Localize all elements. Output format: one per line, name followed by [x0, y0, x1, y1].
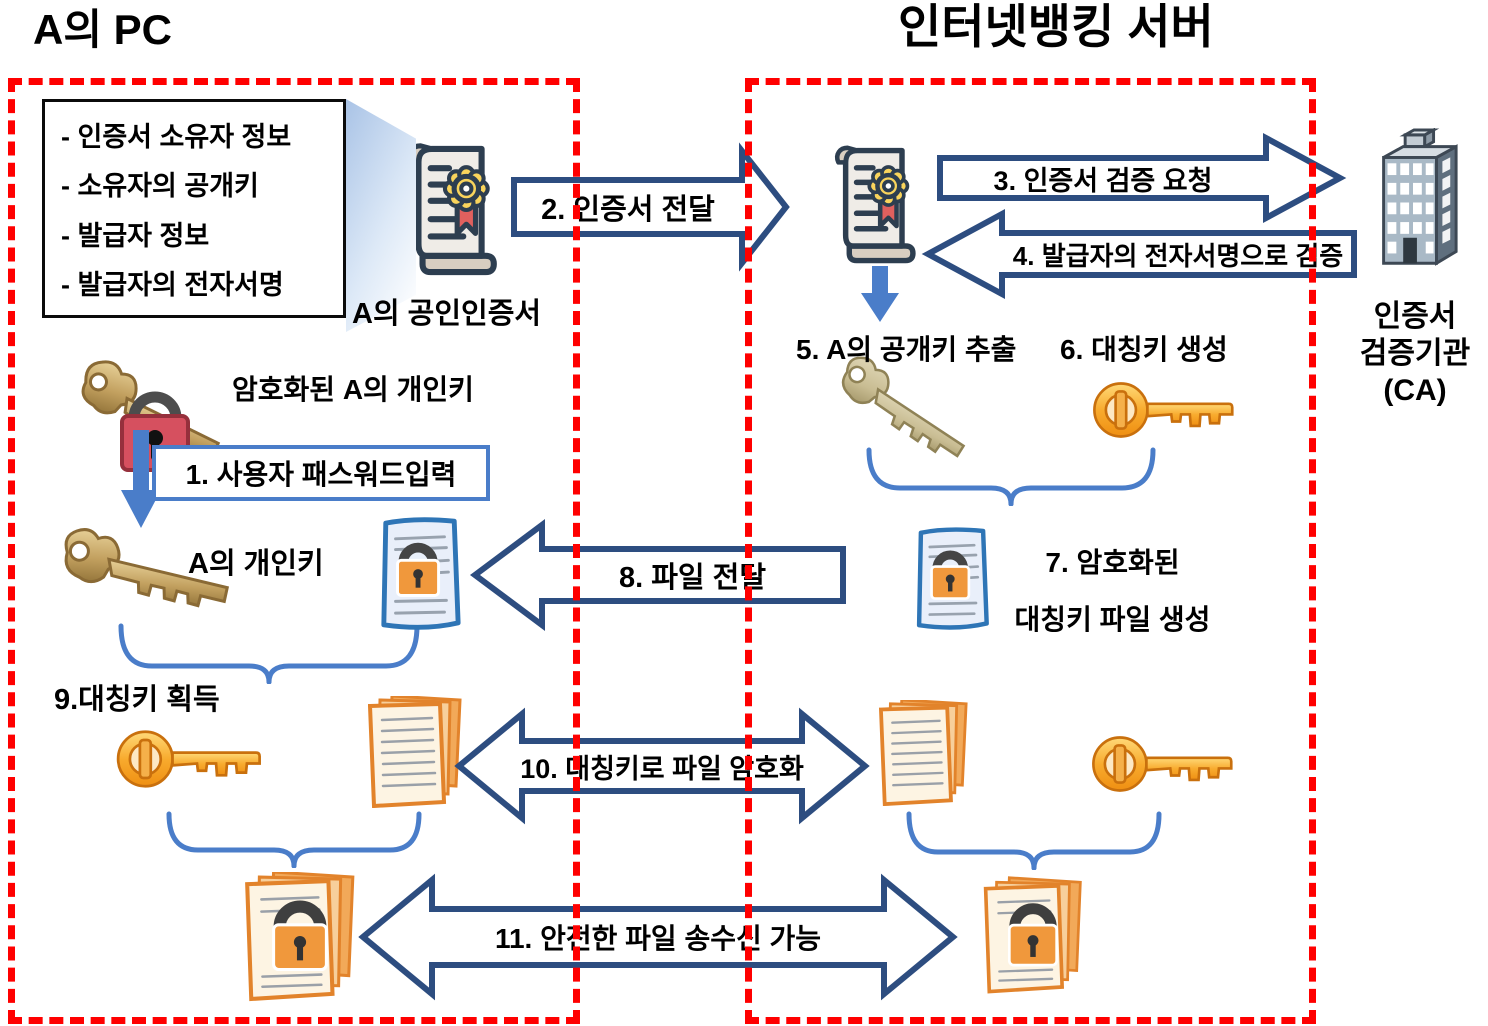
file-stack-server-icon	[878, 700, 968, 806]
private-key-label: A의 개인키	[188, 548, 324, 580]
page-fold-decoration	[346, 99, 416, 332]
brace-encrypt-right	[906, 811, 1162, 870]
private-key-icon	[64, 528, 230, 608]
arrow-step10-label: 10. 대칭키로 파일 암호화	[520, 753, 804, 784]
arrow-step2: 2. 인증서 전달	[511, 142, 790, 272]
cert-item-owner-info: - 인증서 소유자 정보	[61, 122, 292, 153]
step7-label: 7. 암호화된 대칭키 파일 생성	[1000, 541, 1225, 638]
ca-label: 인증서 검증기관 (CA)	[1340, 298, 1488, 409]
encrypted-key-file-icon	[916, 527, 989, 630]
step6-label: 6. 대칭키 생성	[1060, 334, 1228, 365]
arrow-step4-label: 4. 발급자의 전자서명으로 검증	[1012, 240, 1344, 271]
brace-server-keys	[866, 447, 1156, 506]
cert-item-issuer-signature: - 발급자의 전자서명	[61, 269, 284, 300]
arrow-step2-label: 2. 인증서 전달	[541, 194, 715, 226]
step7-label-line2: 대칭키 파일 생성	[1014, 604, 1211, 635]
brace-key-file	[118, 623, 420, 684]
encrypted-file-stack-server-icon	[983, 876, 1082, 994]
down-arrow-extract-icon	[861, 266, 899, 322]
certificate-label: A의 공인인증서	[352, 298, 542, 330]
symmetric-key-server-icon	[1092, 736, 1233, 792]
encrypted-private-key-label: 암호화된 A의 개인키	[232, 374, 474, 405]
arrow-step10: 10. 대칭키로 파일 암호화	[454, 707, 870, 825]
ca-label-line3: (CA)	[1383, 374, 1447, 407]
arrow-step4: 4. 발급자의 전자서명으로 검증	[921, 208, 1358, 300]
ca-label-line1: 인증서	[1373, 300, 1457, 333]
arrow-step8-label: 8. 파일 전달	[618, 562, 767, 594]
title-a-pc: A의 PC	[33, 6, 172, 53]
step1-box: 1. 사용자 패스워드입력	[152, 445, 490, 501]
brace-encrypt-left	[166, 811, 422, 868]
server-certificate-icon	[834, 145, 916, 264]
cert-item-issuer-info: - 발급자 정보	[61, 220, 210, 251]
arrow-step3: 3. 인증서 검증 요청	[937, 132, 1347, 224]
step7-label-line1: 7. 암호화된	[1045, 547, 1180, 578]
ca-label-line2: 검증기관	[1359, 337, 1471, 370]
arrow-step11-label: 11. 안전한 파일 송수신 가능	[494, 923, 822, 954]
cert-item-owner-public-key: - 소유자의 공개키	[61, 171, 259, 202]
step9-label: 9.대칭키 획득	[54, 684, 220, 716]
encrypted-file-stack-icon	[245, 872, 355, 1002]
public-key-icon	[841, 356, 966, 458]
file-stack-icon	[368, 696, 462, 808]
title-banking-server: 인터넷뱅킹 서버	[898, 0, 1214, 53]
ca-building-icon	[1382, 128, 1458, 266]
arrow-step11: 11. 안전한 파일 송수신 가능	[358, 873, 958, 1001]
step5-label: 5. A의 공개키 추출	[796, 334, 1017, 365]
symmetric-key-icon	[1093, 382, 1234, 438]
arrow-step3-label: 3. 인증서 검증 요청	[993, 165, 1213, 196]
down-arrow-decrypt-icon	[121, 430, 161, 528]
acquired-symmetric-key-icon	[116, 730, 261, 788]
received-key-file-icon	[381, 517, 461, 630]
certificate-contents-box: - 인증서 소유자 정보 - 소유자의 공개키 - 발급자 정보 - 발급자의 …	[42, 99, 346, 318]
arrow-step8: 8. 파일 전달	[469, 519, 846, 631]
